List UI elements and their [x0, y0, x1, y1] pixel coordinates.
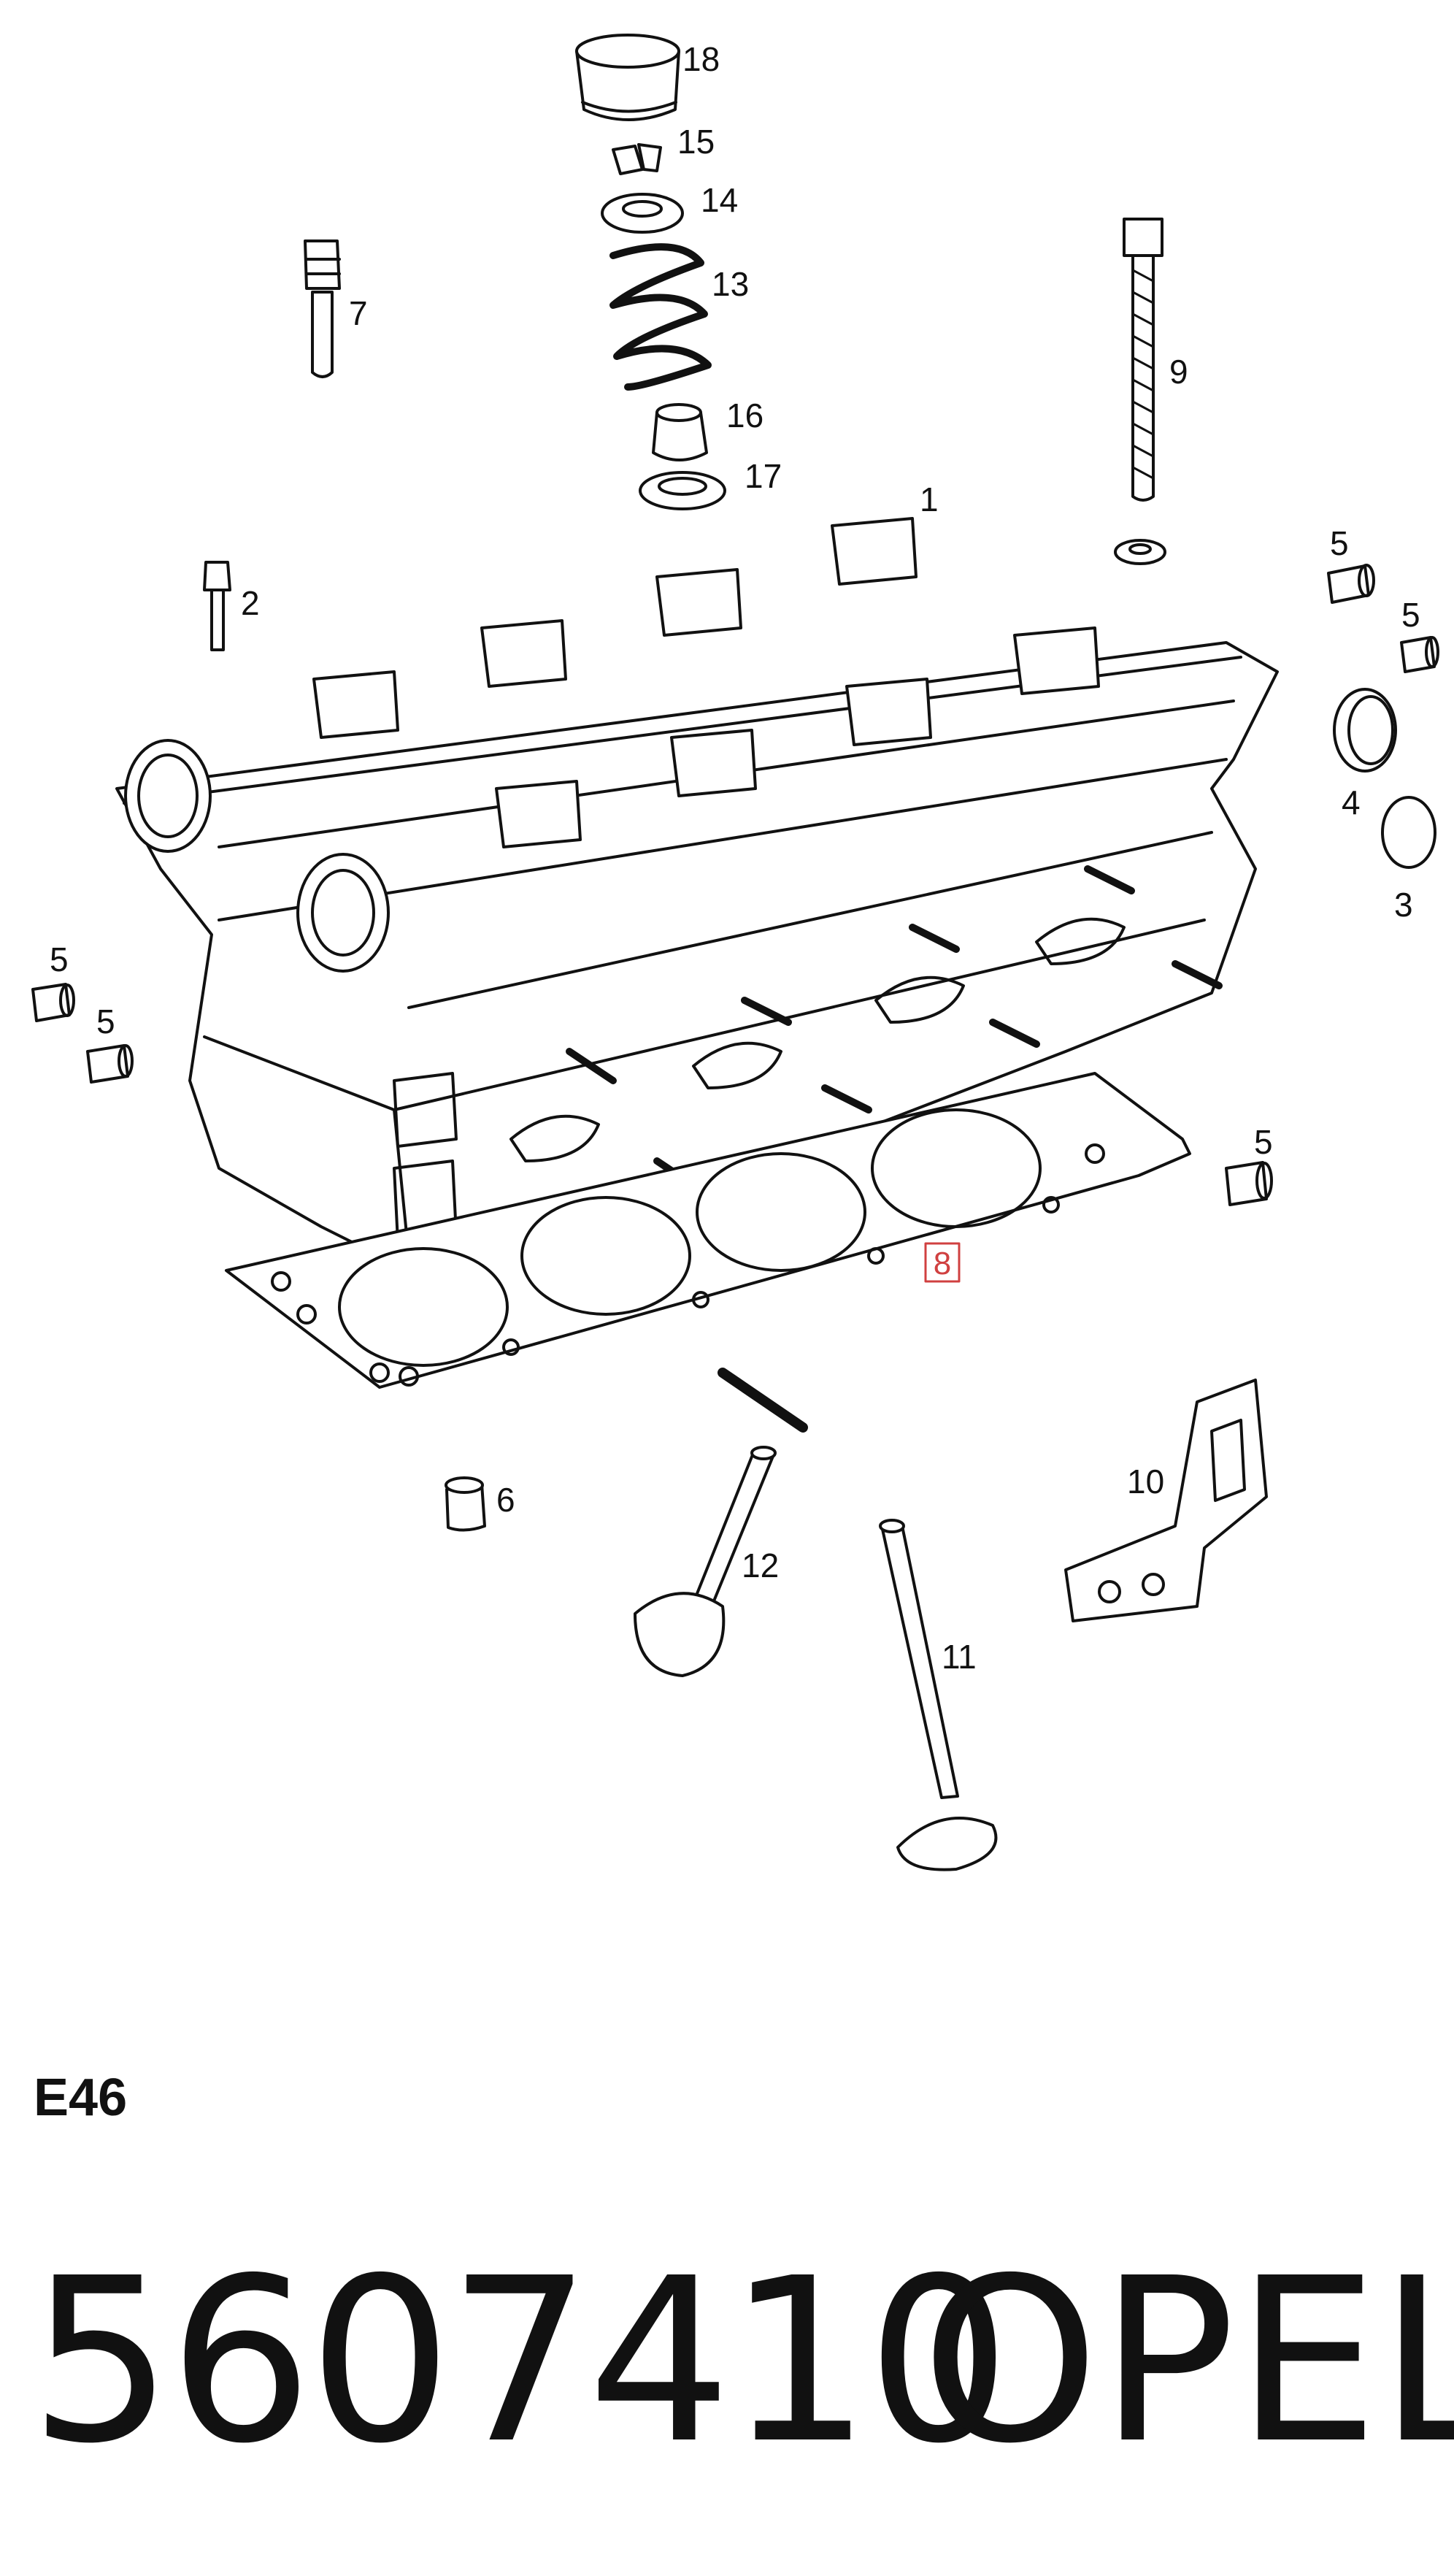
- callout-14: 14: [701, 181, 738, 219]
- part-5-plug-left-1: [31, 983, 75, 1022]
- part-5-plug-upper-1: [1327, 564, 1375, 604]
- part-5-plug-left-2: [86, 1044, 134, 1084]
- bolt-washer: [1114, 539, 1166, 565]
- callout-6: 6: [496, 1481, 515, 1519]
- callout-7: 7: [349, 294, 368, 332]
- part-9-head-bolt: [1123, 218, 1163, 502]
- callout-3: 3: [1394, 886, 1413, 924]
- callout-5-right: 5: [1254, 1123, 1273, 1161]
- part-13-valve-spring: [609, 243, 712, 391]
- callout-15: 15: [677, 123, 715, 161]
- part-12-valve: [634, 1446, 777, 1677]
- part-10-bracket: [1064, 1379, 1268, 1622]
- head-studs: [566, 865, 1223, 1194]
- callout-4: 4: [1342, 783, 1361, 821]
- part-14-spring-retainer: [601, 193, 684, 234]
- callout-12: 12: [742, 1546, 779, 1584]
- callout-8-highlight[interactable]: 8: [924, 1242, 961, 1283]
- cylinder-head-exploded-diagram: 18 15 14 13 16 17 7 13 9 9 1 2 5 5 4 3 5…: [31, 34, 1439, 1871]
- callout-1: 1: [920, 480, 939, 518]
- callout-5-upper-2: 5: [1401, 596, 1420, 634]
- part-17-spring-seat: [639, 471, 726, 510]
- part-18-tappet: [575, 34, 680, 121]
- callout-overlay: 9 10: [1127, 353, 1188, 1500]
- callout-2: 2: [241, 584, 260, 622]
- part-4-core-plug: [1333, 688, 1397, 773]
- loose-stud: [718, 1368, 808, 1433]
- callout-5-upper-1: 5: [1330, 524, 1349, 562]
- callout-10-text: 10: [1127, 1463, 1164, 1500]
- part-2-stud: [203, 561, 231, 651]
- part-11-valve: [879, 1519, 998, 1871]
- callout-17: 17: [745, 457, 782, 495]
- part-1-cylinder-head: [115, 517, 1279, 1257]
- callout-5-left-1: 5: [50, 940, 69, 978]
- part-15-valve-keepers: [612, 143, 662, 175]
- brand-name: OPEL: [921, 2230, 1454, 2493]
- callout-5-left-2: 5: [96, 1003, 115, 1040]
- part-number: 5607410: [29, 2230, 1011, 2493]
- part-3-core-plug: [1381, 796, 1436, 869]
- section-code: E46: [34, 2069, 128, 2127]
- callout-8[interactable]: 8: [934, 1246, 951, 1281]
- callout-9-text: 9: [1169, 353, 1188, 391]
- part-5-plug-upper-2: [1400, 636, 1439, 673]
- part-6-dowel-sleeve: [445, 1476, 486, 1532]
- callout-16: 16: [726, 396, 763, 434]
- callout-13: 13: [712, 265, 749, 303]
- callout-18: 18: [682, 40, 720, 78]
- part-8-head-gasket: [225, 1072, 1191, 1389]
- callout-11: 11: [942, 1638, 977, 1676]
- part-5-plug-right: [1225, 1161, 1273, 1206]
- part-7-sensor: [304, 239, 341, 378]
- part-16-valve-stem-seal: [652, 403, 708, 461]
